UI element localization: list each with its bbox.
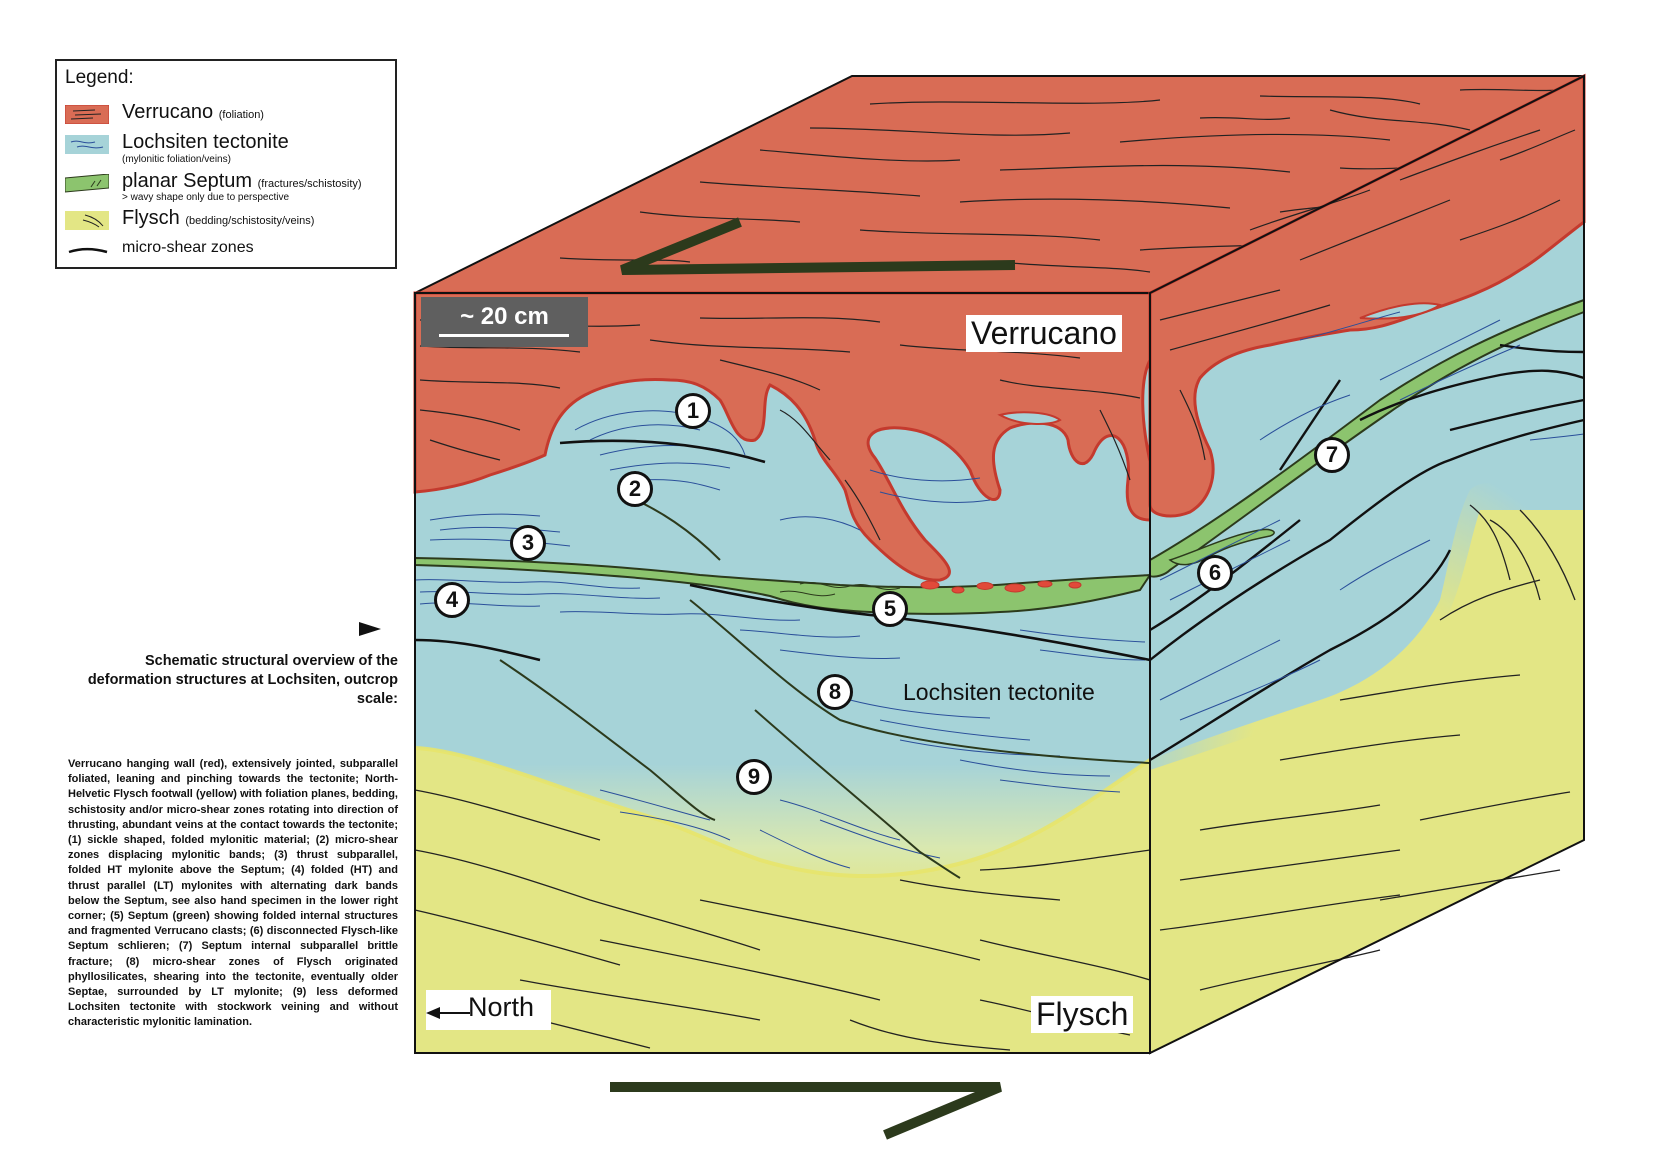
verrucano-swatch (65, 105, 109, 124)
marker-3: 3 (510, 525, 546, 561)
scale-label: ~ 20 cm (460, 303, 549, 330)
marker-2: 2 (617, 471, 653, 507)
marker-5: 5 (872, 591, 908, 627)
side-verrucano (1148, 73, 1586, 518)
north-arrow-shaft (430, 1012, 470, 1014)
side-flysch-bedding (1159, 504, 1576, 991)
legend-note: (foliation) (218, 109, 264, 121)
side-shear-zones (1149, 343, 1585, 762)
scale-bar-box: ~ 20 cm (421, 297, 588, 347)
label-lochsiten-tectonite: Lochsiten tectonite (903, 679, 1095, 705)
scale-bar-line (439, 334, 569, 337)
lochsiten-swatch (65, 135, 109, 154)
septum-internal-folds (779, 582, 901, 597)
septum-clasts (920, 580, 1082, 594)
legend: Legend: Verrucano (foliation) Lochsiten … (55, 59, 397, 269)
shear-zone-swatch (68, 247, 108, 254)
legend-sub: > wavy shape only due to perspective (122, 192, 290, 203)
flysch-swatch (65, 211, 109, 230)
marker-4: 4 (434, 582, 470, 618)
marker-1: 1 (675, 393, 711, 429)
marker-6: 6 (1197, 555, 1233, 591)
front-flysch-bedding (414, 789, 1151, 1051)
legend-sub: (mylonitic foliation/veins) (122, 154, 231, 165)
front-verrucano (413, 291, 1164, 582)
legend-name: micro-shear zones (122, 239, 254, 256)
caption-heading: Schematic structural overview of the def… (87, 653, 398, 707)
legend-name: Verrucano (122, 101, 214, 123)
label-verrucano: Verrucano (966, 315, 1122, 352)
north-indicator: North (426, 990, 551, 1030)
legend-title: Legend: (65, 67, 134, 88)
bottom-shear-arrow (610, 1082, 1002, 1140)
front-septum (414, 556, 1152, 615)
marker-9: 9 (736, 759, 772, 795)
front-flysch (415, 748, 1150, 1053)
side-face-border (1149, 74, 1585, 1055)
side-septum-schlieren (1168, 528, 1275, 566)
legend-note: (bedding/schistosity/veins) (185, 215, 315, 227)
top-shear-arrow (620, 217, 1016, 275)
side-verrucano-foliation (1159, 129, 1576, 461)
legend-name: planar Septum (122, 170, 253, 192)
legend-note: (fractures/schistosity) (257, 178, 362, 190)
marker-7: 7 (1314, 437, 1350, 473)
north-label: North (468, 992, 535, 1022)
label-flysch: Flysch (1031, 996, 1134, 1033)
legend-name: Lochsiten tectonite (122, 131, 289, 153)
legend-name: Flysch (122, 207, 180, 229)
caption-pointer-icon (359, 622, 381, 636)
septum-swatch (65, 174, 109, 193)
marker-8: 8 (817, 674, 853, 710)
caption-body: Verrucano hanging wall (red), extensivel… (68, 758, 398, 1029)
